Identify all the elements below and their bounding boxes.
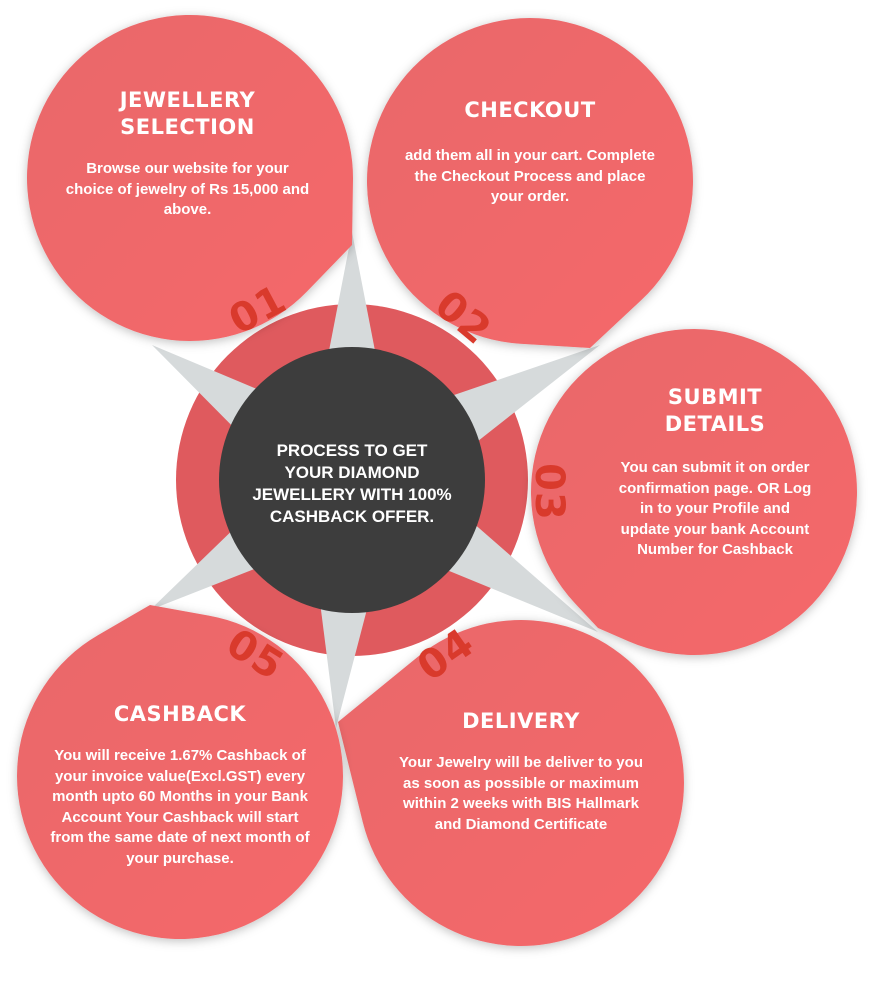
step-petal-3 xyxy=(531,328,857,655)
step-description: Your Jewelry will be deliver to you as s… xyxy=(399,754,643,833)
step-title: CHECKOUT xyxy=(464,98,596,122)
step-05: CASHBACK You will receive 1.67% Cashback… xyxy=(40,701,320,869)
step-petal-1 xyxy=(27,14,354,341)
step-02: CHECKOUT add them all in your cart. Comp… xyxy=(395,97,665,208)
step-01: JEWELLERY SELECTION Browse our website f… xyxy=(60,87,315,221)
step-title: JEWELLERY SELECTION xyxy=(119,88,256,139)
step-petal-5 xyxy=(16,605,343,939)
step-description: add them all in your cart. Complete the … xyxy=(404,147,656,205)
step-description: Browse our website for your choice of je… xyxy=(65,160,310,218)
step-title: DELIVERY xyxy=(462,709,580,733)
step-title: CASHBACK xyxy=(113,702,247,726)
step-description: You can submit it on order confirmation … xyxy=(618,459,812,558)
center-title: PROCESS TO GET YOUR DIAMOND JEWELLERY WI… xyxy=(252,441,452,526)
step-title: SUBMIT DETAILS xyxy=(664,385,766,436)
step-04: DELIVERY Your Jewelry will be deliver to… xyxy=(390,708,652,835)
center-circle xyxy=(219,347,485,613)
step-03: SUBMIT DETAILS You can submit it on orde… xyxy=(605,384,825,561)
step-number-03: 03 xyxy=(526,463,572,521)
step-petal-4 xyxy=(338,620,684,946)
step-description: You will receive 1.67% Cashback of your … xyxy=(50,747,310,867)
step-petal-2 xyxy=(367,17,693,348)
